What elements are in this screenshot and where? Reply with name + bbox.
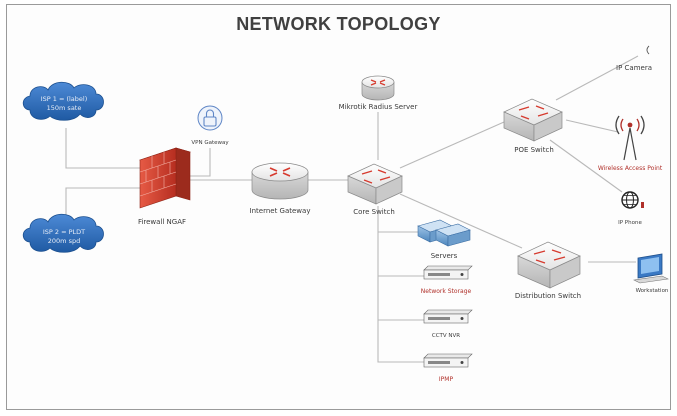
poe-switch-label: POE Switch <box>514 146 554 154</box>
servers-label: Servers <box>431 252 458 260</box>
link-poe-phone <box>549 139 623 193</box>
ip-camera: IP Camera <box>616 45 652 72</box>
ipmp-device-icon <box>423 353 473 368</box>
isp1-line2: 150m sate <box>47 104 82 112</box>
isp2-line1: ISP 2 = PLDT <box>43 228 85 236</box>
distribution-switch-label: Distribution Switch <box>515 292 581 300</box>
vpn-gateway: VPN Gateway <box>191 105 229 146</box>
gateway-label: Internet Gateway <box>250 207 311 215</box>
link-core-poe <box>399 121 505 169</box>
diagram-frame <box>6 4 671 410</box>
server-rack-icon <box>417 219 471 247</box>
diagram-title: NETWORK TOPOLOGY <box>236 14 441 34</box>
laptop-icon <box>633 253 669 284</box>
ip-camera-label: IP Camera <box>616 64 652 72</box>
servers: Servers <box>417 219 471 260</box>
network-storage: Network Storage <box>421 265 473 295</box>
router-icon <box>251 162 309 182</box>
cloud-icon <box>22 213 104 253</box>
firewall-label: Firewall NGAF <box>138 218 186 226</box>
cctv-nvr: CCTV NVR <box>423 309 473 339</box>
cloud-icon <box>22 81 104 121</box>
links <box>65 55 639 363</box>
link-vpn-firewall <box>186 148 211 177</box>
core-switch-label: Core Switch <box>353 208 395 216</box>
link-poe-camera <box>555 55 639 101</box>
link-core-distribution <box>399 193 523 249</box>
link-isp2-firewall <box>65 187 140 225</box>
workstation-label: Workstation <box>636 288 669 294</box>
isp1-line1: ISP 1 = (label) <box>41 95 88 103</box>
wifi-tower-icon <box>615 115 645 161</box>
isp2-cloud: ISP 2 = PLDT 200m spd <box>22 213 104 253</box>
poe-switch: POE Switch <box>503 98 563 154</box>
globe-phone-icon <box>621 191 644 209</box>
link-core-trunk <box>377 206 424 363</box>
cctv-nvr-label: CCTV NVR <box>432 333 460 339</box>
nvr-device-icon <box>423 309 473 324</box>
distribution-switch: Distribution Switch <box>515 241 581 300</box>
isp2-line2: 200m spd <box>48 237 80 245</box>
workstation: Workstation <box>633 253 669 294</box>
radius-label: Mikrotik Radius Server <box>339 103 418 111</box>
network-storage-label: Network Storage <box>421 288 472 295</box>
camera-icon <box>646 45 650 55</box>
link-poe-ap <box>565 119 619 133</box>
ip-phone: IP Phone <box>618 191 644 226</box>
router-icon <box>361 75 395 89</box>
ipmp: IPMP <box>423 353 473 383</box>
firewall: Firewall NGAF <box>138 147 192 226</box>
core-switch: Core Switch <box>347 163 403 216</box>
ipmp-label: IPMP <box>439 376 454 383</box>
isp1-cloud: ISP 1 = (label) 150m sate <box>22 81 104 121</box>
wireless-ap-label: Wireless Access Point <box>598 165 663 172</box>
radius-server: Mikrotik Radius Server <box>339 75 418 111</box>
vpn-label: VPN Gateway <box>191 140 229 146</box>
internet-gateway: Internet Gateway <box>250 162 311 215</box>
storage-device-icon <box>423 265 473 280</box>
link-isp1-firewall <box>65 128 140 169</box>
ip-phone-label: IP Phone <box>618 220 642 226</box>
wireless-ap: Wireless Access Point <box>598 115 663 172</box>
